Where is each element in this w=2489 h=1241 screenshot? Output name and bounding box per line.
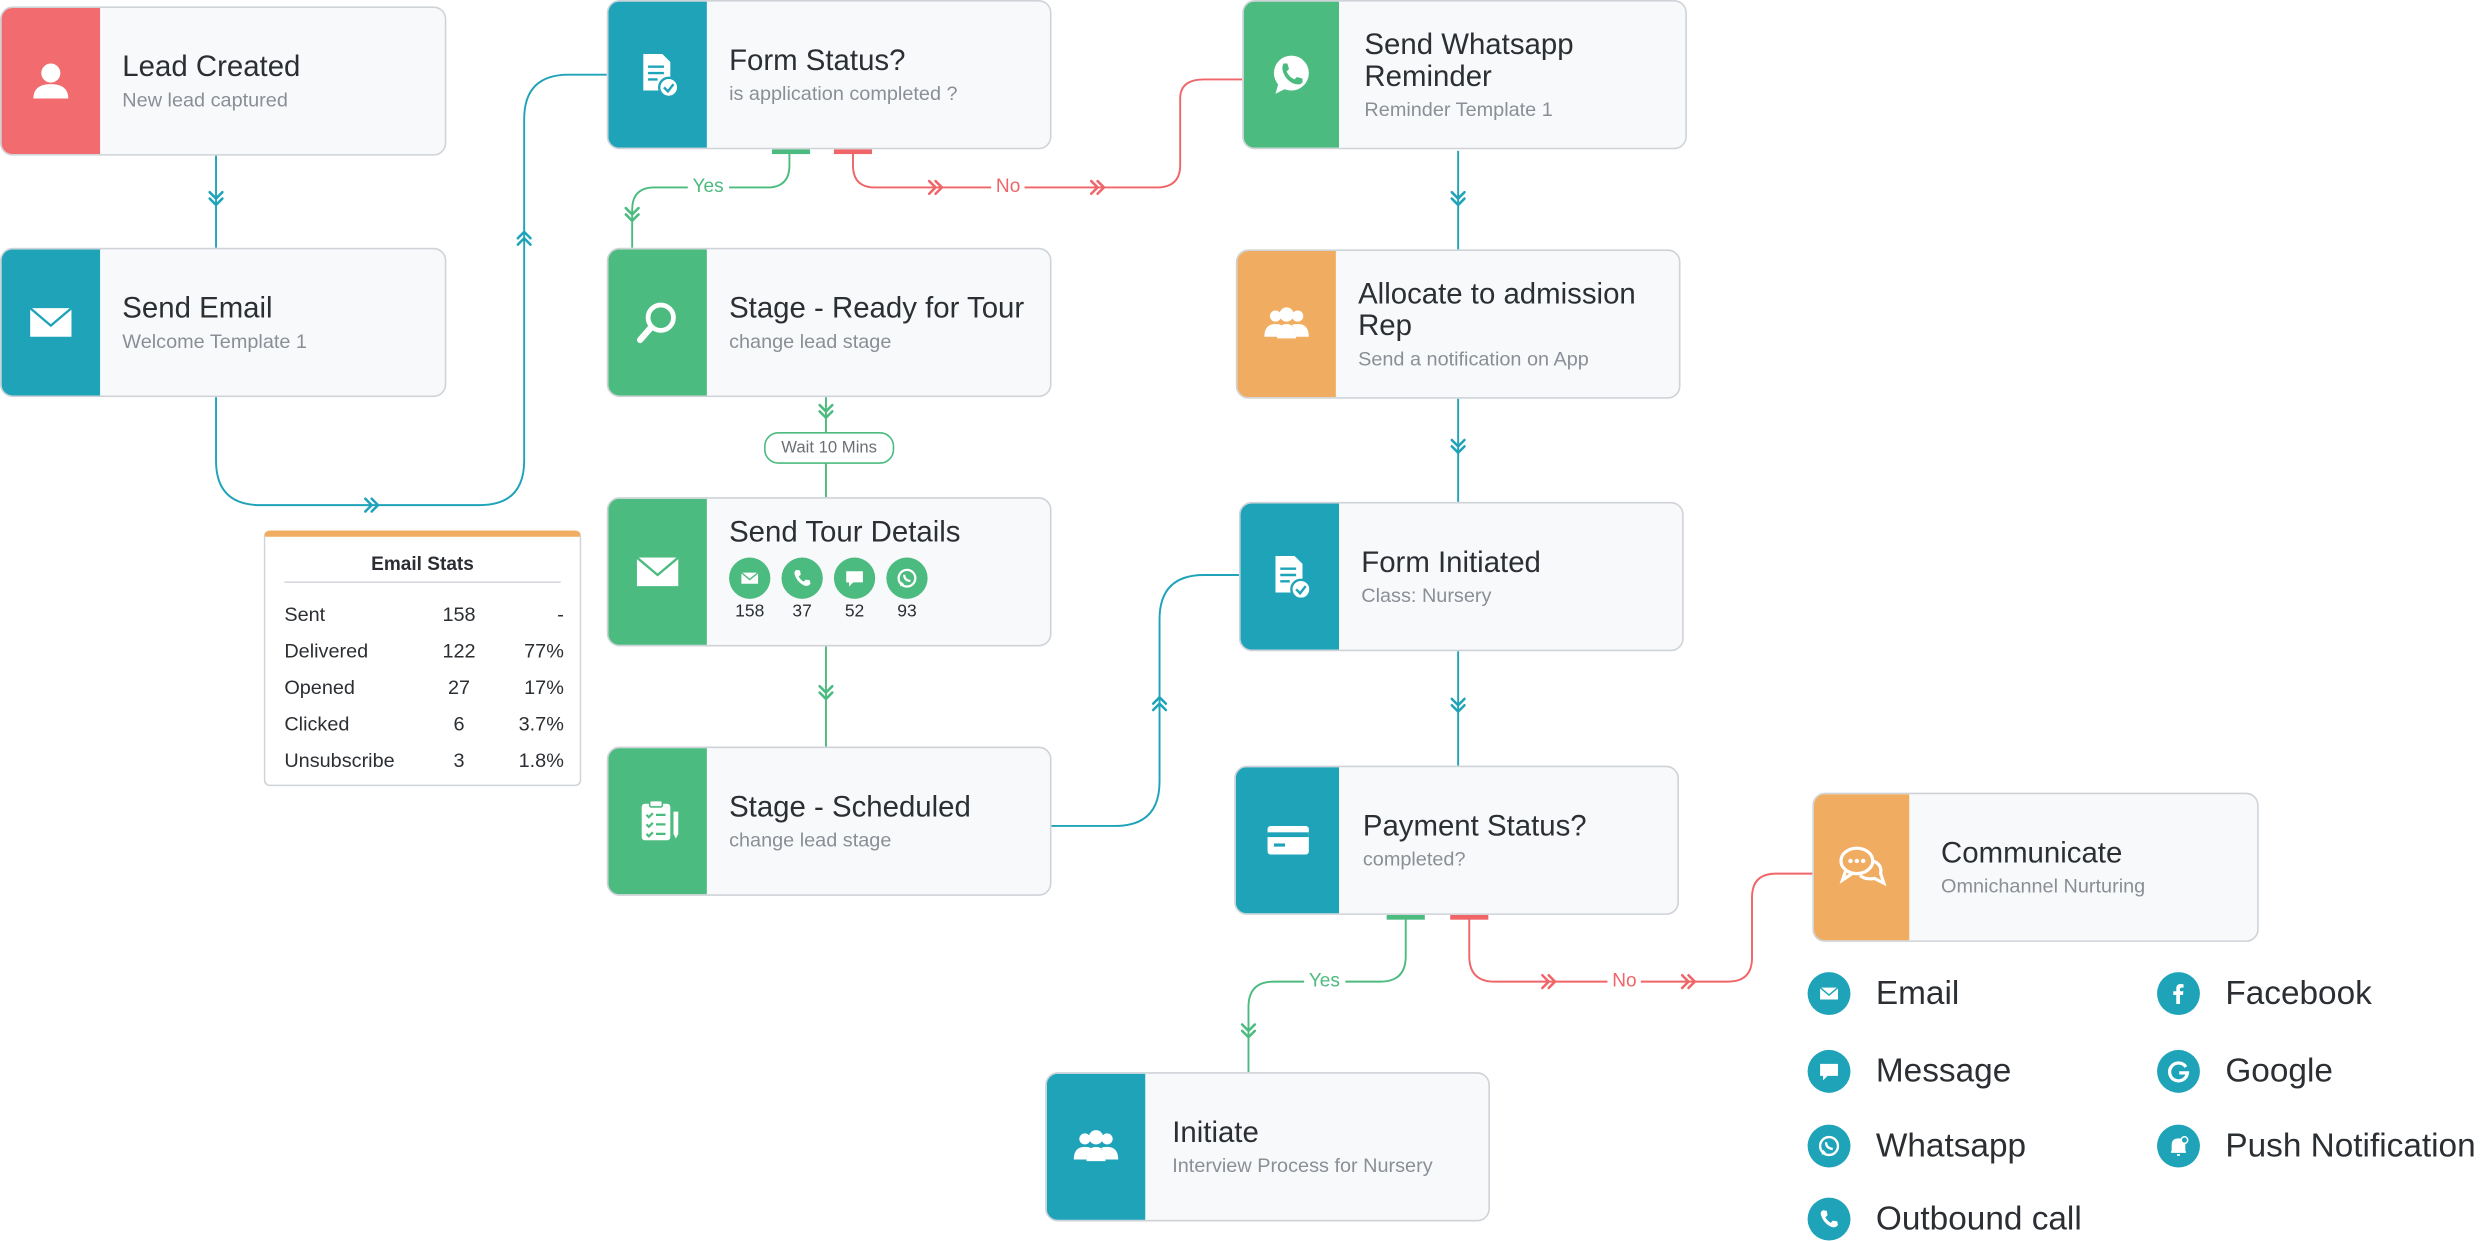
node-subtitle: Class: Nursery: [1361, 584, 1492, 607]
node-stage-scheduled[interactable]: Stage - Scheduled change lead stage: [606, 746, 1052, 896]
node-title: Stage - Ready for Tour: [729, 290, 1025, 325]
wait-badge: Wait 10 Mins: [764, 432, 895, 464]
node-title: Send Tour Details: [729, 514, 961, 548]
channel-counts: 158 37 52 93: [729, 557, 1037, 622]
email-stats-title: Email Stats: [284, 553, 561, 583]
form-check-icon: [1275, 555, 1312, 601]
node-title: Send Email: [122, 290, 273, 325]
call-count: 37: [792, 602, 812, 622]
search-icon: [636, 302, 676, 344]
legend-item-email: Email: [1807, 972, 1960, 1015]
message-icon: [846, 571, 863, 587]
whatsapp-icon: [1818, 1135, 1840, 1157]
yes-label: Yes: [1304, 968, 1345, 992]
node-title: Form Status?: [729, 42, 906, 77]
user-icon: [33, 63, 69, 99]
node-title: Allocate to admission Rep: [1358, 276, 1636, 342]
legend-item-push-notification: Push Notification: [2157, 1124, 2476, 1168]
node-title: Initiate: [1172, 1115, 1259, 1149]
legend-label: Push Notification: [2225, 1126, 2476, 1164]
envelope-icon: [636, 556, 680, 587]
node-title: Form Initiated: [1361, 544, 1541, 579]
node-title: Communicate: [1941, 835, 2123, 869]
email-icon: [1819, 987, 1839, 1000]
node-subtitle: change lead stage: [729, 829, 892, 852]
credit-card-icon: [1266, 825, 1309, 855]
legend-label: Google: [2225, 1052, 2333, 1089]
google-icon: [2168, 1061, 2190, 1083]
legend-label: Email: [1875, 974, 1960, 1012]
chat-bubbles-icon: [1839, 846, 1887, 887]
legend-label: Outbound call: [1875, 1200, 2082, 1237]
whatsapp-count: 93: [897, 602, 917, 622]
message-count: 52: [844, 602, 865, 622]
legend-item-facebook: Facebook: [2157, 972, 2372, 1015]
no-label: No: [1607, 968, 1642, 992]
whatsapp-icon: [897, 568, 917, 588]
email-count: 158: [735, 602, 765, 622]
no-label: No: [991, 174, 1026, 197]
node-subtitle: Send a notification on App: [1358, 347, 1589, 371]
node-stage-ready-for-tour[interactable]: Stage - Ready for Tour change lead stage: [606, 247, 1052, 398]
node-subtitle: change lead stage: [729, 330, 892, 353]
legend-label: Message: [1875, 1052, 2012, 1089]
yes-label: Yes: [687, 174, 729, 197]
node-title: Lead Created: [122, 49, 301, 83]
envelope-icon: [29, 307, 73, 337]
legend-item-whatsapp: Whatsapp: [1807, 1124, 2027, 1168]
node-title: Payment Status?: [1362, 808, 1587, 842]
node-send-tour-details[interactable]: Send Tour Details 158 37 52 93: [606, 497, 1052, 647]
message-icon: [1820, 1063, 1838, 1081]
legend-item-message: Message: [1807, 1049, 2012, 1093]
outbound-call-icon: [1820, 1210, 1838, 1228]
form-check-icon: [643, 54, 680, 99]
legend-label: Whatsapp: [1875, 1126, 2027, 1164]
legend-item-outbound-call: Outbound call: [1807, 1197, 2082, 1241]
node-subtitle: is application completed ?: [729, 82, 958, 105]
clipboard-checklist-icon: [641, 799, 679, 841]
facebook-icon: [2173, 984, 2184, 1004]
node-subtitle: Reminder Template 1: [1364, 98, 1553, 121]
node-form-status[interactable]: Form Status? is application completed ?: [606, 0, 1052, 150]
group-icon: [1073, 1130, 1119, 1162]
legend-label: Facebook: [2225, 974, 2372, 1012]
node-payment-status[interactable]: Payment Status? completed?: [1234, 765, 1679, 915]
legend-item-google: Google: [2157, 1049, 2333, 1093]
email-icon: [740, 572, 759, 584]
node-subtitle: Interview Process for Nursery: [1172, 1154, 1433, 1178]
push-notification-icon: [2171, 1136, 2189, 1156]
node-subtitle: Omnichannel Nurturing: [1941, 875, 2146, 898]
node-subtitle: New lead captured: [122, 88, 288, 112]
group-icon: [1264, 307, 1309, 339]
node-subtitle: completed?: [1362, 848, 1466, 871]
whatsapp-icon: [1273, 55, 1309, 94]
node-title: Send Whatsapp Reminder: [1364, 27, 1574, 93]
phone-icon: [794, 569, 811, 586]
node-subtitle: Welcome Template 1: [122, 330, 307, 353]
node-title: Stage - Scheduled: [729, 789, 971, 823]
